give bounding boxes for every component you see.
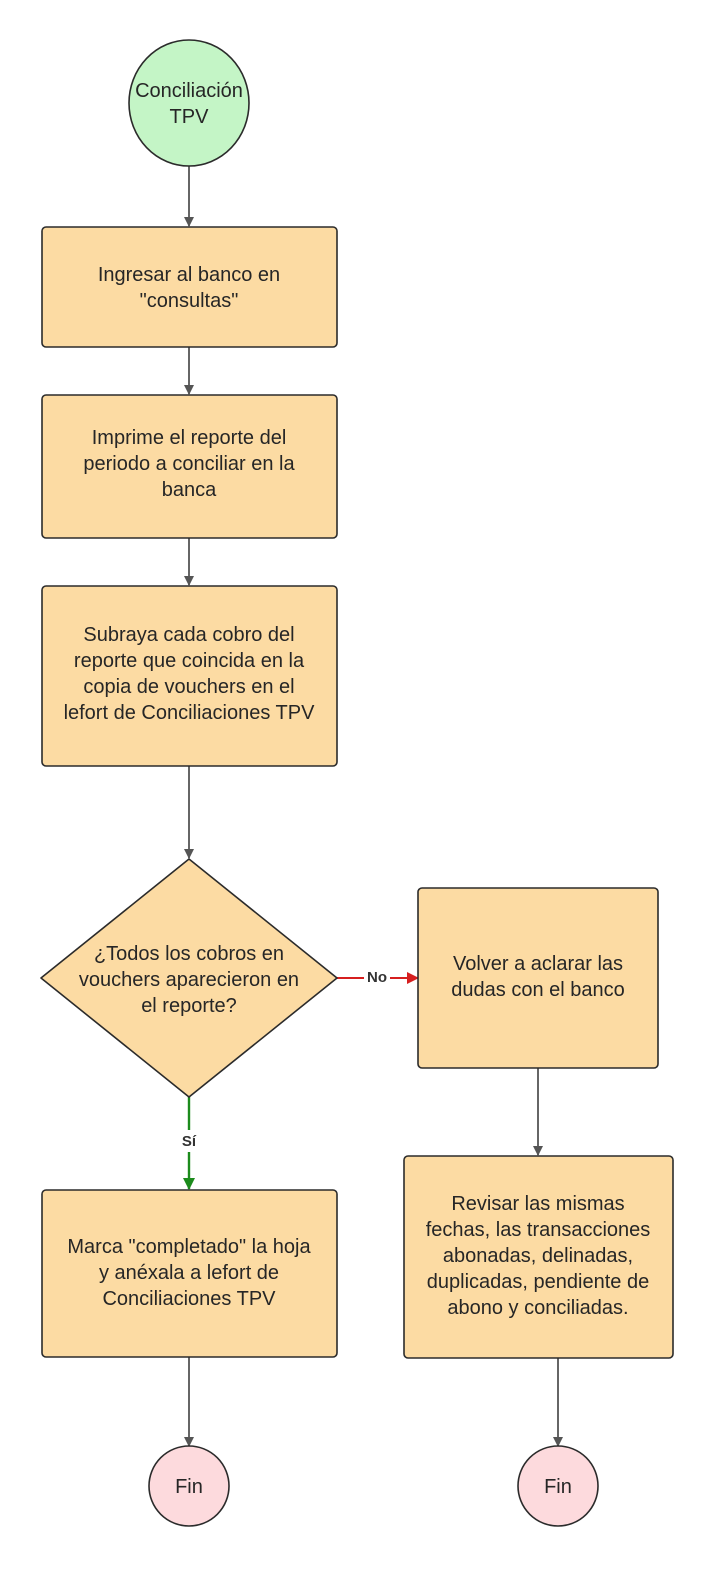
node-label-line: Conciliaciones TPV (102, 1288, 276, 1310)
node-label-line: ¿Todos los cobros en (94, 943, 284, 965)
node-label-line: reporte que coincida en la (74, 650, 305, 672)
node-step3: Subraya cada cobro del reporte que coinci… (41, 585, 338, 767)
node-decision: ¿Todos los cobros en vouchers aparecieron… (40, 858, 338, 1098)
node-step2: Imprime el reporte del periodo a concilia… (41, 394, 338, 539)
edge-label-yes-bg (178, 1130, 200, 1152)
node-label-line: fechas, las transacciones (426, 1219, 651, 1241)
node-label-line: duplicadas, pendiente de (427, 1271, 649, 1293)
node-no-step2: Revisar las mismas fechas, las transaccio… (403, 1155, 674, 1359)
node-label-line: Subraya cada cobro del (83, 624, 294, 646)
node-label-line: Fin (175, 1476, 203, 1498)
node-end-no: Fin (517, 1445, 599, 1527)
node-label-line: vouchers aparecieron en (79, 969, 299, 991)
node-label-line: banca (162, 479, 217, 501)
node-label-line: Imprime el reporte del (92, 427, 287, 449)
node-label-line: abonadas, delinadas, (443, 1245, 633, 1267)
node-label-line: TPV (170, 106, 210, 128)
node-label-line: Marca "completado" la hoja (67, 1236, 311, 1258)
edge-label-no-bg (364, 967, 390, 987)
node-label-line: Volver a aclarar las (453, 953, 623, 975)
node-label-line: Ingresar al banco en (98, 264, 280, 286)
node-label-line: Conciliación (135, 80, 243, 102)
node-label-line: "consultas" (140, 290, 239, 312)
node-step1: Ingresar al banco en "consultas" (41, 226, 338, 348)
node-label-line: abono y conciliadas. (447, 1297, 628, 1319)
node-label-line: y anéxala a lefort de (99, 1262, 279, 1284)
edge-label-no: No (367, 969, 387, 986)
edge-label-yes: Sí (182, 1133, 197, 1150)
node-label-line: dudas con el banco (451, 979, 624, 1001)
node-label-line: lefort de Conciliaciones TPV (64, 702, 316, 724)
node-label-line: el reporte? (141, 995, 237, 1017)
node-label-line: Fin (544, 1476, 572, 1498)
node-label-line: Revisar las mismas (451, 1193, 624, 1215)
node-no-step1: Volver a aclarar las dudas con el banco (417, 887, 659, 1069)
node-label-line: periodo a conciliar en la (83, 453, 295, 475)
node-label-line: copia de vouchers en el (83, 676, 294, 698)
node-end-yes: Fin (148, 1445, 230, 1527)
node-yes-step: Marca "completado" la hoja y anéxala a le… (41, 1189, 338, 1358)
